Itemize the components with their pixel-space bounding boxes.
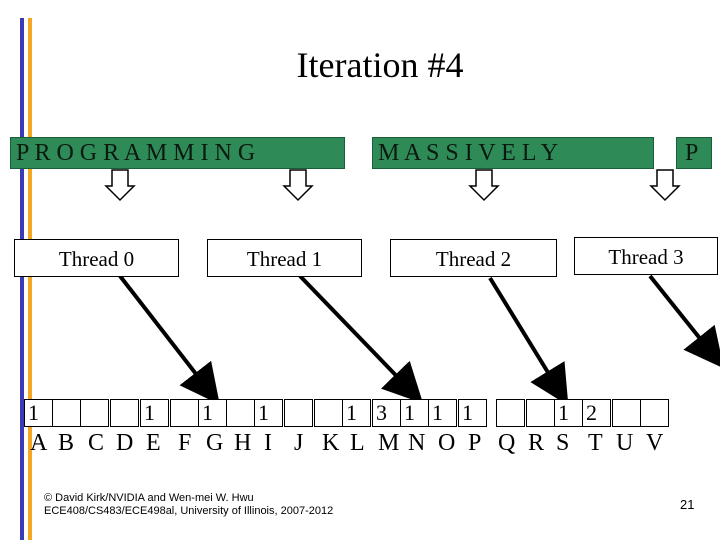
- input-strip-segment-2: [372, 137, 654, 169]
- histogram-cell-o: 1: [428, 399, 457, 427]
- thread-2-arrow: [488, 276, 569, 406]
- down-arrow-icon: [104, 169, 136, 202]
- histogram-cell-m: 3: [372, 399, 401, 427]
- histogram-cell-d: [110, 399, 139, 427]
- thread-2-box: Thread 2: [390, 239, 557, 277]
- thread-1-arrow: [298, 274, 424, 404]
- histogram-cell-h: [226, 399, 255, 427]
- input-text-programming: P R O G R A M M I N G: [16, 140, 256, 166]
- histogram-cell-r: [526, 399, 555, 427]
- slide-title: Iteration #4: [296, 45, 464, 85]
- histogram-bin-label-k: K: [322, 430, 340, 456]
- input-text-massively: M A S S I V E L Y: [378, 140, 559, 166]
- histogram-bin-label-o: O: [438, 430, 456, 456]
- page-number: 21: [680, 497, 695, 512]
- left-accent-bar-orange: [28, 18, 32, 540]
- histogram-cell-g: 1: [198, 399, 227, 427]
- histogram-cell-l: 1: [342, 399, 371, 427]
- input-strip-segment-3: [676, 137, 712, 169]
- thread-0-arrow: [118, 274, 220, 405]
- histogram-bin-label-e: E: [146, 430, 161, 456]
- histogram-bin-label-v: V: [646, 430, 664, 456]
- histogram-bin-label-l: L: [350, 430, 365, 456]
- histogram-cell-j: [284, 399, 313, 427]
- down-arrow-icon: [282, 169, 314, 202]
- histogram-bin-label-r: R: [528, 430, 545, 456]
- histogram-cell-e: 1: [140, 399, 169, 427]
- histogram-cell-q: [496, 399, 525, 427]
- histogram-cell-p: 1: [458, 399, 487, 427]
- histogram-cell-s: 1: [554, 399, 583, 427]
- input-strip-segment-1: [10, 137, 345, 169]
- input-text-p: P: [685, 140, 699, 166]
- histogram-cell-i: 1: [254, 399, 283, 427]
- histogram-bin-label-d: D: [116, 430, 134, 456]
- histogram-cell-b: [52, 399, 81, 427]
- histogram-bin-label-n: N: [408, 430, 426, 456]
- footer-copyright: © David Kirk/NVIDIA and Wen-mei W. Hwu E…: [44, 492, 334, 517]
- thread-3-arrow: [648, 274, 720, 369]
- histogram-bin-label-g: G: [206, 430, 224, 456]
- histogram-cell-a: 1: [24, 399, 53, 427]
- histogram-cell-t: 2: [582, 399, 611, 427]
- histogram-cell-k: [314, 399, 343, 427]
- histogram-bin-label-u: U: [616, 430, 634, 456]
- histogram-cell-n: 1: [400, 399, 429, 427]
- histogram-bin-label-s: S: [556, 430, 570, 456]
- histogram-bin-label-a: A: [30, 430, 48, 456]
- histogram-bin-label-b: B: [58, 430, 75, 456]
- histogram-bin-label-q: Q: [498, 430, 516, 456]
- histogram-bin-label-m: M: [378, 430, 400, 456]
- histogram-bin-label-f: F: [178, 430, 192, 456]
- thread-1-box: Thread 1: [207, 239, 362, 277]
- histogram-cell-c: [80, 399, 109, 427]
- histogram-bin-label-h: H: [234, 430, 252, 456]
- histogram-cell-f: [170, 399, 199, 427]
- thread-3-box: Thread 3: [574, 237, 718, 275]
- histogram-bin-label-t: T: [588, 430, 603, 456]
- down-arrow-icon: [649, 169, 681, 202]
- histogram-bin-label-i: I: [264, 430, 272, 456]
- thread-0-box: Thread 0: [14, 239, 179, 277]
- histogram-bin-label-p: P: [468, 430, 482, 456]
- histogram-cell-u: [612, 399, 641, 427]
- histogram-bin-label-j: J: [294, 430, 304, 456]
- left-accent-bar-blue: [20, 18, 24, 540]
- down-arrow-icon: [468, 169, 500, 202]
- histogram-cell-v: [640, 399, 669, 427]
- histogram-bin-label-c: C: [88, 430, 105, 456]
